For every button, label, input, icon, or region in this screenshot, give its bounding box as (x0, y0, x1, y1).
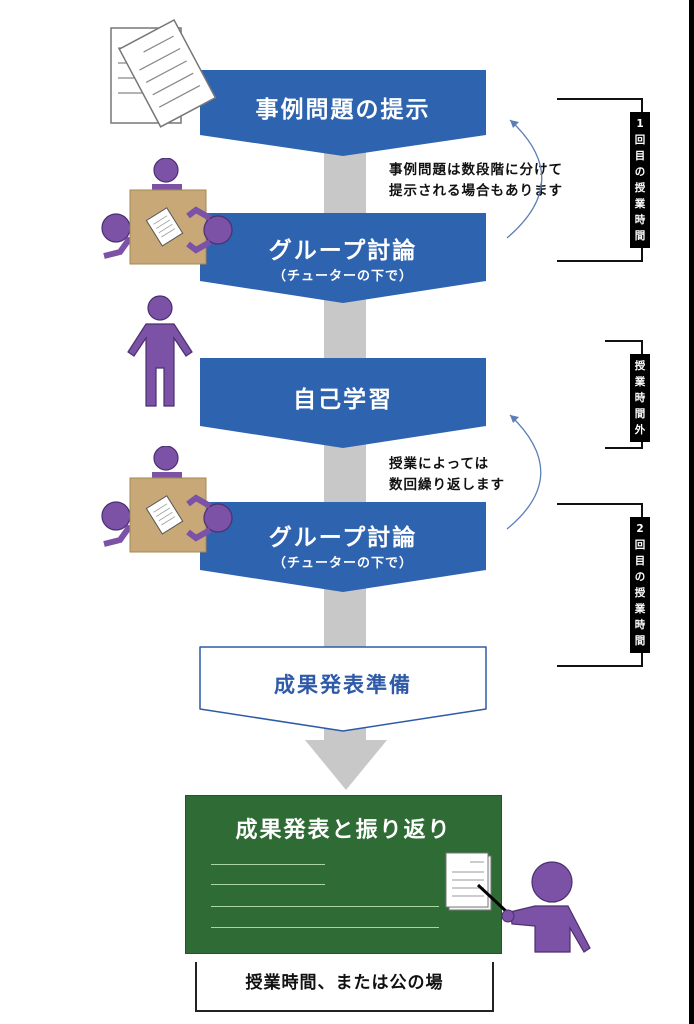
label-char: 1 (636, 118, 644, 130)
label-char: 時 (634, 619, 646, 631)
board-title: 成果発表と振り返り (235, 818, 452, 843)
person-standing-icon (127, 295, 193, 407)
label-char: 間 (634, 408, 646, 420)
step-label: 自己学習 (293, 387, 393, 413)
label-char: の (634, 166, 646, 178)
label-char: 業 (634, 376, 646, 388)
label-first-class-time: 1 回 目 の 授 業 時 間 (630, 112, 650, 248)
label-char: 回 (634, 134, 646, 146)
label-char: 回 (634, 539, 646, 551)
group-discussion-icon (101, 158, 233, 265)
note-line: 提示される場合もあります (389, 183, 563, 199)
step-case-presentation: 事例問題の提示 (197, 70, 489, 156)
step-presentation-prep: 成果発表準備 (196, 645, 490, 735)
label-char: 授 (634, 360, 646, 372)
label-char: 目 (634, 555, 646, 567)
label-char: 間 (634, 635, 646, 647)
label-char: 2 (636, 523, 644, 535)
document-stack-icon (110, 18, 216, 128)
step-label: 成果発表準備 (274, 673, 412, 697)
page-edge (689, 0, 694, 1024)
step-label: グループ討論 (268, 238, 418, 264)
step-self-study: 自己学習 (197, 358, 489, 448)
label-char: 業 (634, 603, 646, 615)
label-char: 授 (634, 587, 646, 599)
step-label: グループ討論 (268, 525, 418, 551)
label-char: 時 (634, 214, 646, 226)
note-line: 数回繰り返します (389, 477, 505, 493)
step-sublabel: （チューターの下で） (272, 556, 413, 571)
chalk-line (211, 884, 325, 885)
label-char: 時 (634, 392, 646, 404)
step-group-discussion-2: グループ討論 （チューターの下で） (197, 502, 489, 592)
label-char: 授 (634, 182, 646, 194)
chalk-line (211, 927, 439, 928)
label-char: の (634, 571, 646, 583)
label-second-class-time: 2 回 目 の 授 業 時 間 (630, 517, 650, 653)
chalk-line (211, 906, 439, 907)
venue-label: 授業時間、または公の場 (245, 973, 444, 993)
label-outside-class-time: 授 業 時 間 外 (630, 354, 650, 442)
label-char: 間 (634, 230, 646, 242)
note-line: 事例問題は数段階に分けて (389, 162, 563, 178)
step-sublabel: （チューターの下で） (272, 269, 413, 284)
group-discussion-icon (101, 446, 233, 553)
presenter-icon (445, 852, 591, 953)
label-char: 業 (634, 198, 646, 210)
note-repeat: 授業によっては 数回繰り返します (389, 454, 505, 496)
step-label: 事例問題の提示 (255, 97, 431, 123)
loop-arrow-icon (506, 414, 542, 530)
label-char: 目 (634, 150, 646, 162)
chalk-line (211, 864, 325, 865)
loop-arrow-icon (506, 119, 543, 239)
label-char: 外 (634, 424, 646, 436)
step-group-discussion-1: グループ討論 （チューターの下で） (197, 213, 489, 303)
note-line: 授業によっては (389, 456, 490, 472)
venue-bracket: 授業時間、または公の場 (195, 962, 494, 1012)
note-staged-presentation: 事例問題は数段階に分けて 提示される場合もあります (389, 160, 563, 202)
